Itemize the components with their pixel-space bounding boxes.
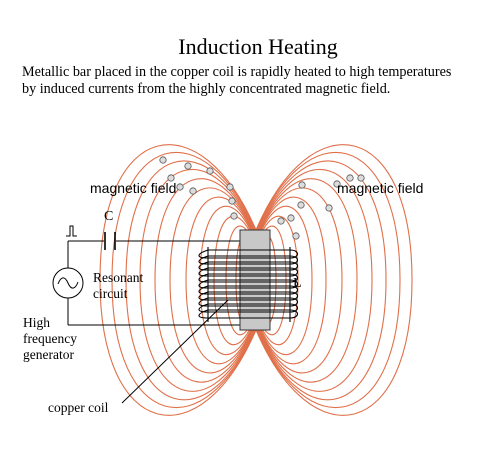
generator-label-line1: High (23, 315, 50, 330)
capacitor-icon (104, 232, 116, 250)
particle (325, 204, 333, 212)
resonant-label-line2: circuit (93, 286, 128, 301)
particle (176, 183, 184, 191)
description: Metallic bar placed in the copper coil i… (22, 64, 482, 98)
particle (206, 167, 214, 175)
magnetic-particles (159, 156, 365, 240)
magnetic-field-label-right: magnetic field (337, 180, 423, 196)
particle (298, 181, 306, 189)
particle (159, 156, 167, 164)
particle (297, 201, 305, 209)
particle (189, 187, 197, 195)
inductor-label: L (293, 276, 302, 291)
generator-label-line2: frequency (23, 331, 77, 346)
particle (230, 212, 238, 220)
particle (292, 232, 300, 240)
particle (184, 162, 192, 170)
particle (277, 217, 285, 225)
magnetic-field-label-left: magnetic field (90, 180, 176, 196)
copper-coil-label: copper coil (48, 400, 109, 415)
particle (287, 214, 295, 222)
particle (228, 197, 236, 205)
description-line-2: by induced currents from the highly conc… (22, 81, 391, 97)
description-line-1: Metallic bar placed in the copper coil i… (22, 64, 452, 80)
page-title: Induction Heating (178, 34, 338, 59)
particle (167, 174, 175, 182)
circuit-wires (66, 225, 240, 404)
particle (346, 174, 354, 182)
ac-generator-icon (52, 267, 84, 299)
resonant-label-line1: Resonant (93, 270, 143, 285)
copper-coil-leader (121, 299, 229, 404)
copper-coil (198, 247, 299, 322)
particle (226, 183, 234, 191)
generator-label-line3: generator (23, 347, 74, 362)
capacitor-label: C (104, 209, 113, 224)
particle (357, 174, 365, 182)
field-lines-right (255, 144, 413, 416)
pulse-icon (66, 225, 77, 237)
particle (333, 180, 341, 188)
